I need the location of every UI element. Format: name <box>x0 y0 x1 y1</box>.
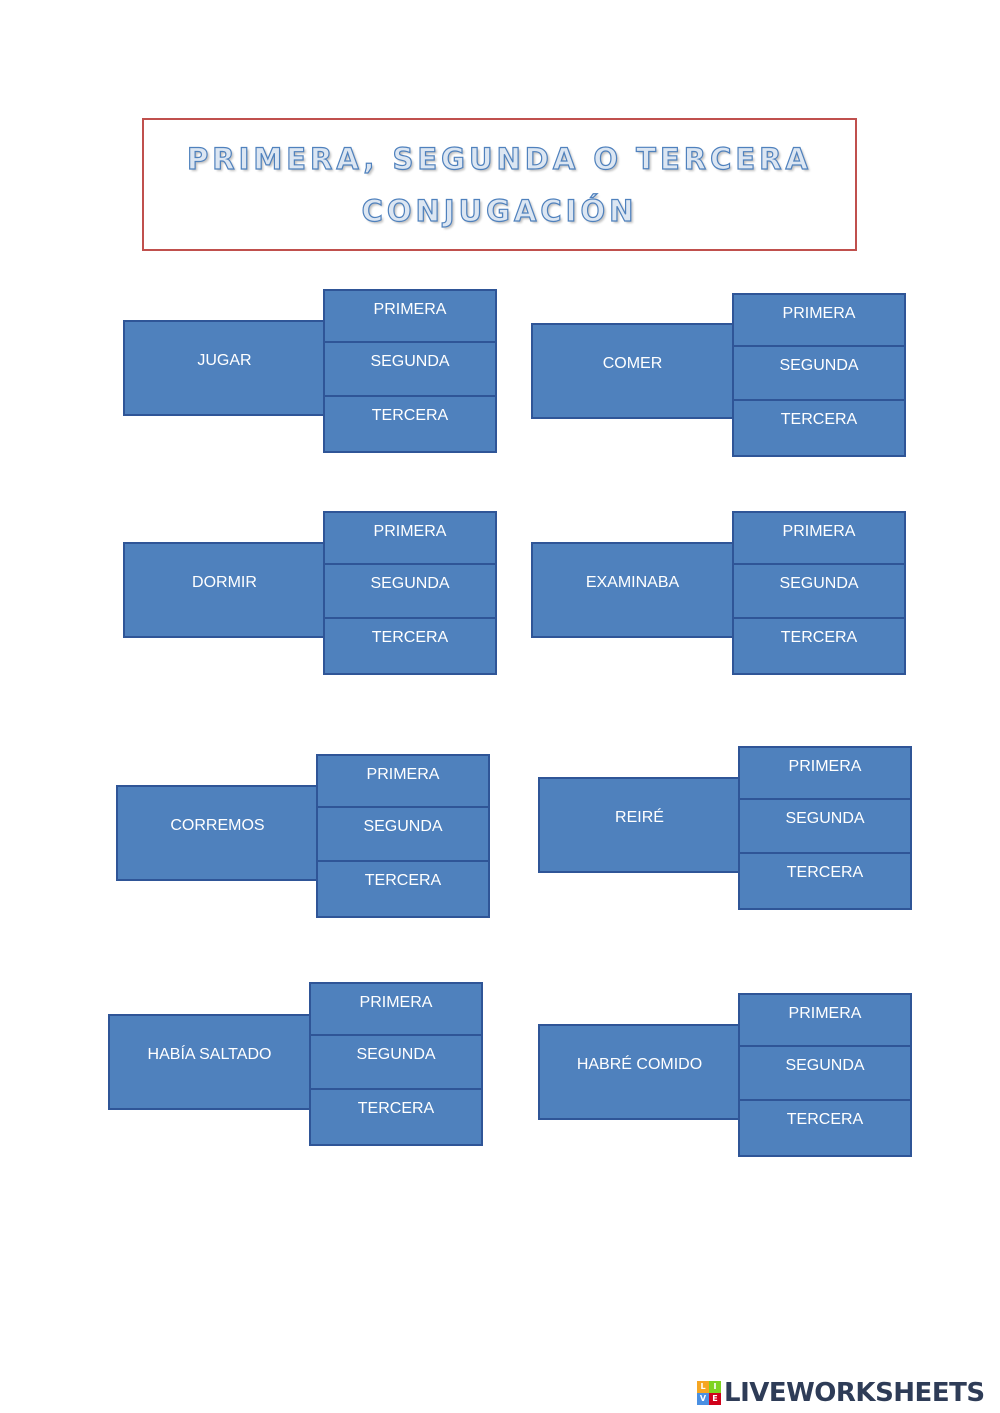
option-segunda-button[interactable]: SEGUNDA <box>738 1045 912 1101</box>
option-segunda-button[interactable]: SEGUNDA <box>732 563 906 619</box>
option-tercera-button[interactable]: TERCERA <box>738 1099 912 1157</box>
option-tercera-button[interactable]: TERCERA <box>323 395 497 453</box>
option-segunda-button[interactable]: SEGUNDA <box>309 1034 483 1090</box>
option-primera-button[interactable]: PRIMERA <box>309 982 483 1036</box>
option-segunda-button[interactable]: SEGUNDA <box>316 806 490 862</box>
verb-box: HABÍA SALTADO <box>108 1014 311 1110</box>
title-line-2: CONJUGACIÓN <box>361 193 638 228</box>
title-line-1: PRIMERA, SEGUNDA O TERCERA <box>186 141 812 176</box>
option-primera-button[interactable]: PRIMERA <box>323 289 497 343</box>
option-segunda-button[interactable]: SEGUNDA <box>323 341 497 397</box>
option-segunda-button[interactable]: SEGUNDA <box>732 345 906 401</box>
verb-box: HABRÉ COMIDO <box>538 1024 741 1120</box>
option-primera-button[interactable]: PRIMERA <box>732 511 906 565</box>
verb-box: REIRÉ <box>538 777 741 873</box>
option-tercera-button[interactable]: TERCERA <box>732 617 906 675</box>
option-primera-button[interactable]: PRIMERA <box>732 293 906 347</box>
option-tercera-button[interactable]: TERCERA <box>732 399 906 457</box>
option-primera-button[interactable]: PRIMERA <box>738 746 912 800</box>
option-tercera-button[interactable]: TERCERA <box>323 617 497 675</box>
option-segunda-button[interactable]: SEGUNDA <box>738 798 912 854</box>
verb-box: JUGAR <box>123 320 326 416</box>
option-primera-button[interactable]: PRIMERA <box>323 511 497 565</box>
option-segunda-button[interactable]: SEGUNDA <box>323 563 497 619</box>
liveworksheets-logo-icon: L I V E <box>697 1381 721 1405</box>
option-tercera-button[interactable]: TERCERA <box>309 1088 483 1146</box>
option-tercera-button[interactable]: TERCERA <box>316 860 490 918</box>
logo-text: LIVEWORKSHEETS <box>724 1378 985 1408</box>
verb-box: CORREMOS <box>116 785 319 881</box>
verb-box: EXAMINABA <box>531 542 734 638</box>
liveworksheets-logo: L I V E LIVEWORKSHEETS <box>697 1378 985 1408</box>
title-box: PRIMERA, SEGUNDA O TERCERA CONJUGACIÓN <box>142 118 857 251</box>
option-tercera-button[interactable]: TERCERA <box>738 852 912 910</box>
verb-box: DORMIR <box>123 542 326 638</box>
verb-box: COMER <box>531 323 734 419</box>
option-primera-button[interactable]: PRIMERA <box>738 993 912 1047</box>
option-primera-button[interactable]: PRIMERA <box>316 754 490 808</box>
